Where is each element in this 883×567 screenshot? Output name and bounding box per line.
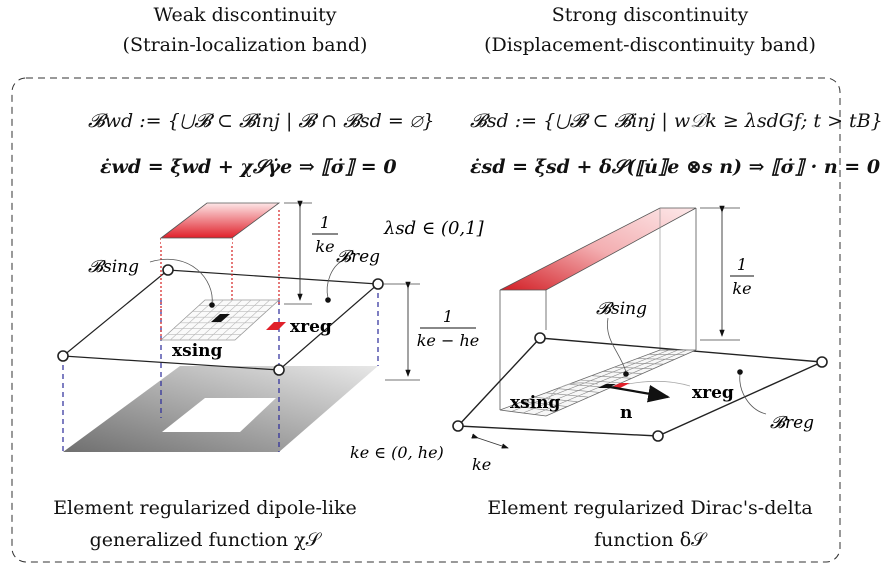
grid-line	[534, 349, 688, 415]
equation-wd-strain: ε̇wd = ξ̇wd + χ𝒮γ̇e ⇒ ⟦σ̇⟧ = 0	[100, 156, 397, 178]
node	[162, 264, 174, 276]
label-b-reg-right: 𝓑reg	[770, 413, 814, 433]
equation-sd-set: 𝓑sd := {⋃𝓑 ⊂ 𝓑inj | w𝒟k ≥ λsdGf; t > tB}	[470, 110, 883, 132]
dashed-frame	[11, 77, 841, 563]
leader-dot	[737, 369, 743, 375]
right-diagram: 𝓑sing xsing xreg n 𝓑reg 1 ke ke ∈ (0, he…	[350, 205, 828, 474]
ribbon-top	[499, 207, 697, 291]
grid-line	[188, 299, 233, 341]
frac-den-right: ke	[732, 279, 751, 298]
left-header: Weak discontinuity (Strain-localization …	[95, 0, 395, 60]
leader-xreg	[627, 380, 691, 387]
leader-dot	[325, 297, 331, 303]
xsing-cell	[211, 314, 230, 322]
grid-band	[159, 299, 281, 341]
node	[57, 350, 69, 362]
node	[372, 278, 384, 290]
frac-top-den: ke	[315, 237, 334, 256]
lambda-label: λsd ∈ (0,1]	[383, 218, 485, 239]
equation-sd-strain: ε̇sd = ξ̇sd + δ𝒮(⟦u̇⟧e ⊗s n) ⇒ ⟦σ̇⟧ · n …	[470, 156, 881, 178]
node	[273, 364, 285, 376]
grid-line	[216, 299, 261, 341]
frac-side-den: ke − he	[417, 331, 480, 350]
left-caption-line1: Element regularized dipole-like	[53, 497, 357, 519]
left-caption-line2: generalized function χ𝒮	[89, 529, 321, 551]
dim-arrow-k	[471, 433, 509, 449]
left-header-subtitle: (Strain-localization band)	[122, 34, 368, 56]
right-header-subtitle: (Displacement-discontinuity band)	[484, 34, 816, 56]
label-b-sing: 𝓑sing	[88, 257, 139, 277]
right-caption: Element regularized Dirac's-delta functi…	[470, 492, 830, 556]
prism-front	[161, 238, 232, 246]
right-header: Strong discontinuity (Displacement-disco…	[480, 0, 820, 60]
label-x-reg-right: xreg	[692, 383, 734, 403]
frac-side-num: 1	[443, 307, 453, 326]
label-n: n	[620, 403, 632, 423]
grid-line	[225, 299, 270, 341]
label-x-reg: xreg	[290, 317, 332, 337]
leader-dot	[623, 371, 629, 377]
figure-canvas: 𝓑sing 𝓑reg xsing xreg λsd ∈ (0,1] 1 ke 1…	[11, 77, 841, 563]
label-x-sing: xsing	[172, 341, 223, 361]
node	[534, 332, 546, 344]
label-x-sing-right: xsing	[510, 393, 561, 413]
left-diagram: 𝓑sing 𝓑reg xsing xreg λsd ∈ (0,1] 1 ke 1…	[57, 200, 485, 452]
grid-line	[170, 299, 215, 341]
leader-dot	[209, 302, 215, 308]
frac-top-num: 1	[320, 213, 330, 232]
grid-line	[511, 349, 670, 412]
right-caption-line2: function δ𝒮	[594, 529, 706, 551]
leader-sing-right	[606, 317, 627, 373]
left-caption: Element regularized dipole-like generali…	[20, 492, 390, 556]
grid-line	[207, 299, 252, 341]
normal-arrow	[603, 384, 671, 403]
k-range-label: ke ∈ (0, he)	[350, 443, 444, 462]
grid-line	[179, 299, 224, 341]
node	[652, 430, 664, 442]
label-b-sing-right: 𝓑sing	[596, 299, 647, 319]
equation-wd-set: 𝓑wd := {⋃𝓑 ⊂ 𝓑inj | 𝓑 ∩ 𝓑sd = ∅}	[88, 110, 435, 132]
node	[452, 420, 464, 432]
right-header-title: Strong discontinuity	[551, 4, 749, 26]
node	[816, 356, 828, 368]
grid-line	[522, 349, 679, 414]
k-width-label: ke	[472, 455, 491, 474]
xreg-marker-right	[610, 383, 630, 388]
xreg-marker	[266, 322, 286, 330]
right-caption-line1: Element regularized Dirac's-delta	[487, 497, 813, 519]
leader-sing	[149, 258, 213, 305]
leader-reg-right	[739, 373, 767, 415]
leader-xsing	[547, 382, 599, 401]
grid-band-right	[499, 349, 697, 417]
leader-reg	[326, 257, 349, 299]
label-b-reg: 𝓑reg	[336, 247, 380, 267]
element-quad-right	[456, 337, 825, 437]
prism-top	[159, 202, 281, 239]
left-header-title: Weak discontinuity	[153, 4, 337, 26]
frac-num-right: 1	[737, 255, 747, 274]
shadow-hole	[162, 398, 276, 432]
